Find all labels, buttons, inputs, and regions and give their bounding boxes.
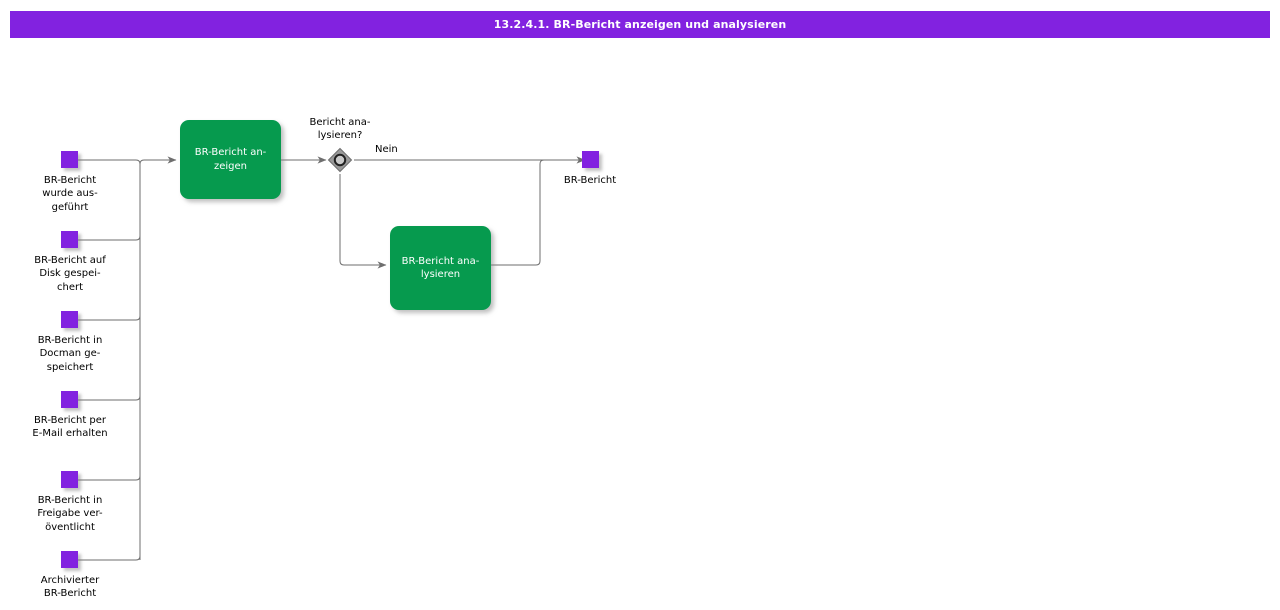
start-event-br-bericht-email[interactable]	[61, 391, 78, 408]
task-br-bericht-anzeigen[interactable]: BR-Bericht an- zeigen	[180, 120, 281, 199]
start-event-label-freigabe: BR-Bericht in Freigabe ver- öventlicht	[37, 495, 103, 533]
task-label-anzeigen: BR-Bericht an- zeigen	[194, 147, 267, 172]
gateway-label-bericht-analysieren: Bericht ana- lysieren?	[309, 117, 371, 142]
start-event-br-bericht-ausgefuehrt[interactable]	[61, 151, 78, 168]
flow-freigabe-to-trunk	[78, 475, 141, 481]
flow-ausgefuehrt-to-trunk	[78, 159, 141, 165]
flow-archiviert-to-trunk	[78, 555, 141, 561]
start-event-br-bericht-disk[interactable]	[61, 231, 78, 248]
flow-email-to-trunk	[78, 395, 141, 401]
flow-docman-to-trunk	[78, 315, 141, 321]
flow-disk-to-trunk	[78, 235, 141, 241]
start-event-label-archiviert: Archivierter BR-Bericht	[40, 575, 100, 600]
start-event-label-disk: BR-Bericht auf Disk gespei- chert	[34, 255, 106, 293]
start-event-label-email: BR-Bericht per E-Mail erhalten	[32, 415, 108, 440]
flow-trunk-to-anzeigen	[139, 156, 177, 165]
task-label-analysieren: BR-Bericht ana- lysieren	[401, 255, 480, 281]
page-title: 13.2.4.1. BR-Bericht anzeigen und analys…	[493, 18, 787, 31]
start-event-label-docman: BR-Bericht in Docman ge- speichert	[37, 335, 103, 373]
flow-gateway-to-analysieren	[339, 174, 387, 269]
start-event-archivierter-br-bericht[interactable]	[61, 551, 78, 568]
flow-label-nein: Nein	[375, 144, 398, 155]
end-event-label-br-bericht: BR-Bericht	[563, 175, 617, 186]
start-event-br-bericht-freigabe[interactable]	[61, 471, 78, 488]
start-event-label-ausgefuehrt: BR-Bericht wurde aus- geführt	[42, 175, 98, 213]
gateway-bericht-analysieren[interactable]	[327, 147, 353, 173]
end-event-br-bericht[interactable]	[582, 151, 599, 168]
start-event-br-bericht-docman[interactable]	[61, 311, 78, 328]
task-br-bericht-analysieren[interactable]: BR-Bericht ana- lysieren	[390, 226, 491, 310]
page-title-bar: 13.2.4.1. BR-Bericht anzeigen und analys…	[10, 11, 1270, 38]
